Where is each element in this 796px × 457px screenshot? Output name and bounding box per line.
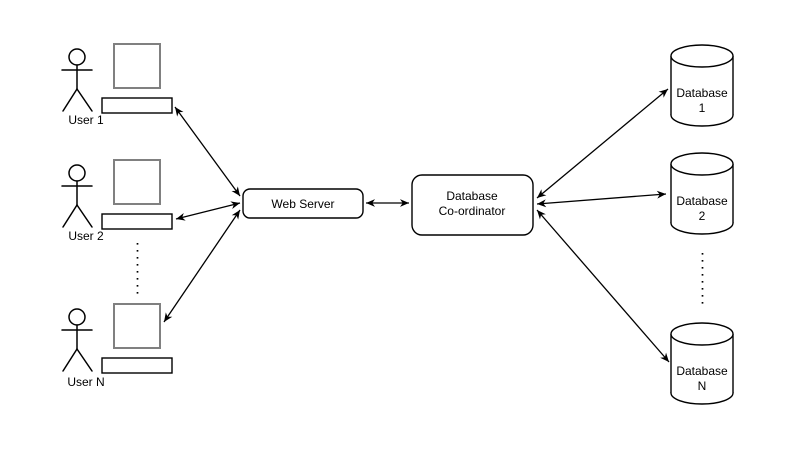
user-label: User 2: [68, 229, 104, 243]
database-coordinator-node: Database Co-ordinator: [411, 174, 534, 236]
database-label-line1: Database: [676, 364, 728, 378]
user-2-group: User 2: [61, 159, 173, 243]
database-N-node: Database N: [670, 322, 734, 405]
keyboard-icon: [101, 213, 173, 230]
database-2-node: Database 2: [670, 152, 734, 235]
arrow-user1-webserver: [174, 106, 241, 197]
user-icon: [61, 308, 93, 372]
user-icon: [61, 164, 93, 228]
database-label-line2: 2: [699, 209, 706, 223]
monitor-icon: [113, 303, 161, 349]
database-icon: [670, 44, 734, 127]
web-server-box: [242, 188, 364, 219]
user-label: User N: [67, 375, 104, 389]
database-1-node: Database 1: [670, 44, 734, 127]
keyboard-icon: [101, 97, 173, 114]
web-server-node: Web Server: [242, 188, 364, 219]
user-label: User 1: [68, 113, 104, 127]
database-coordinator-label-line1: Database: [446, 189, 498, 203]
database-coordinator-box: [411, 174, 534, 236]
database-label-line1: Database: [676, 86, 728, 100]
monitor-icon: [113, 43, 161, 89]
database-label-line2: N: [698, 379, 707, 393]
arrow-user2-webserver: [175, 201, 241, 221]
database-icon: [670, 152, 734, 235]
monitor-icon: [113, 159, 161, 205]
keyboard-icon: [101, 357, 173, 374]
user-icon: [61, 48, 93, 112]
database-label-line2: 1: [699, 101, 706, 115]
database-label-line1: Database: [676, 194, 728, 208]
web-server-label: Web Server: [271, 197, 334, 211]
user-N-group: User N: [61, 303, 173, 389]
database-coordinator-label-line2: Co-ordinator: [439, 204, 506, 218]
database-icon: [670, 322, 734, 405]
arrow-coordinator-database2: [536, 190, 667, 208]
arrow-coordinator-databaseN: [536, 209, 670, 363]
user-1-group: User 1: [61, 43, 173, 127]
arrow-userN-webserver: [163, 209, 241, 323]
arrow-coordinator-database1: [536, 88, 669, 199]
